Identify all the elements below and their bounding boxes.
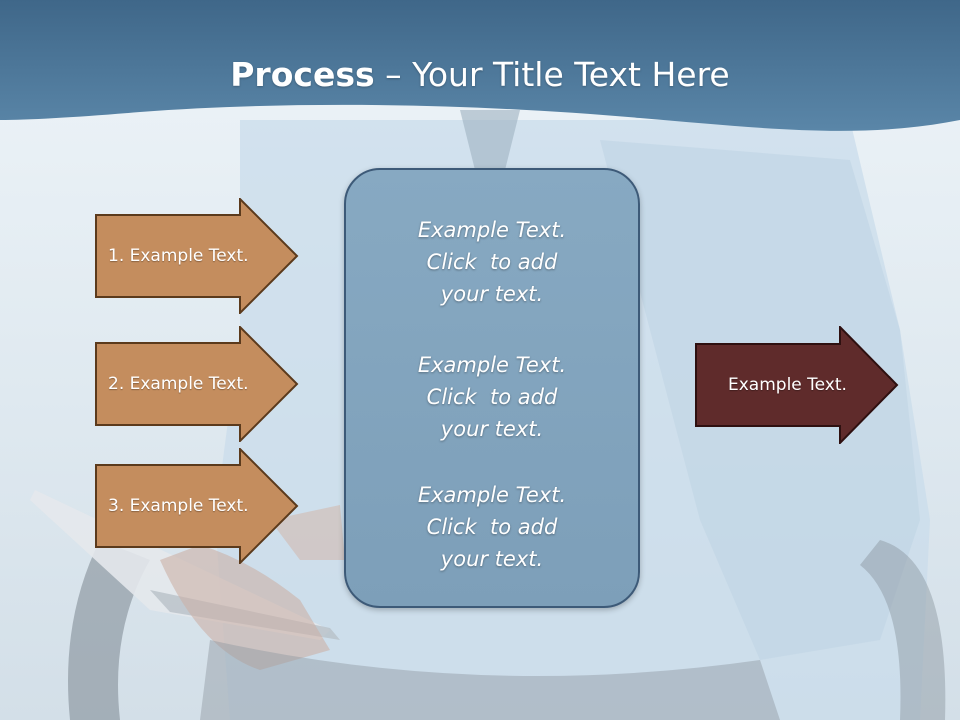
left-arrow-2[interactable]: 2. Example Text. [95,326,299,442]
title-band [0,0,960,131]
arrow-shape-icon [95,326,299,442]
center-text-box[interactable]: Example Text. Click to add your text. Ex… [344,168,640,608]
block-line: Click to add [426,515,558,539]
right-arrow[interactable]: Example Text. [695,326,899,444]
left-arrow-label: 1. Example Text. [108,246,249,266]
block-line: Example Text. [417,353,567,377]
right-arrow-label: Example Text. [728,375,847,395]
title-bold: Process [230,55,375,94]
block-line: your text. [440,547,544,571]
arrow-shape-icon [95,448,299,564]
block-line: Click to add [426,385,558,409]
left-arrow-1[interactable]: 1. Example Text. [95,198,299,314]
title-rest: – Your Title Text Here [374,55,730,94]
block-line: Example Text. [417,483,567,507]
left-arrow-label: 2. Example Text. [108,374,249,394]
text-block-1[interactable]: Example Text. Click to add your text. [346,214,638,310]
text-block-3[interactable]: Example Text. Click to add your text. [346,479,638,575]
block-line: your text. [440,282,544,306]
left-arrow-3[interactable]: 3. Example Text. [95,448,299,564]
block-line: Example Text. [417,218,567,242]
page-title: Process – Your Title Text Here [0,52,960,98]
text-block-2[interactable]: Example Text. Click to add your text. [346,349,638,445]
arrow-shape-icon [95,198,299,314]
arrow-shape-icon [695,326,899,444]
left-arrow-label: 3. Example Text. [108,496,249,516]
block-line: your text. [440,417,544,441]
block-line: Click to add [426,250,558,274]
